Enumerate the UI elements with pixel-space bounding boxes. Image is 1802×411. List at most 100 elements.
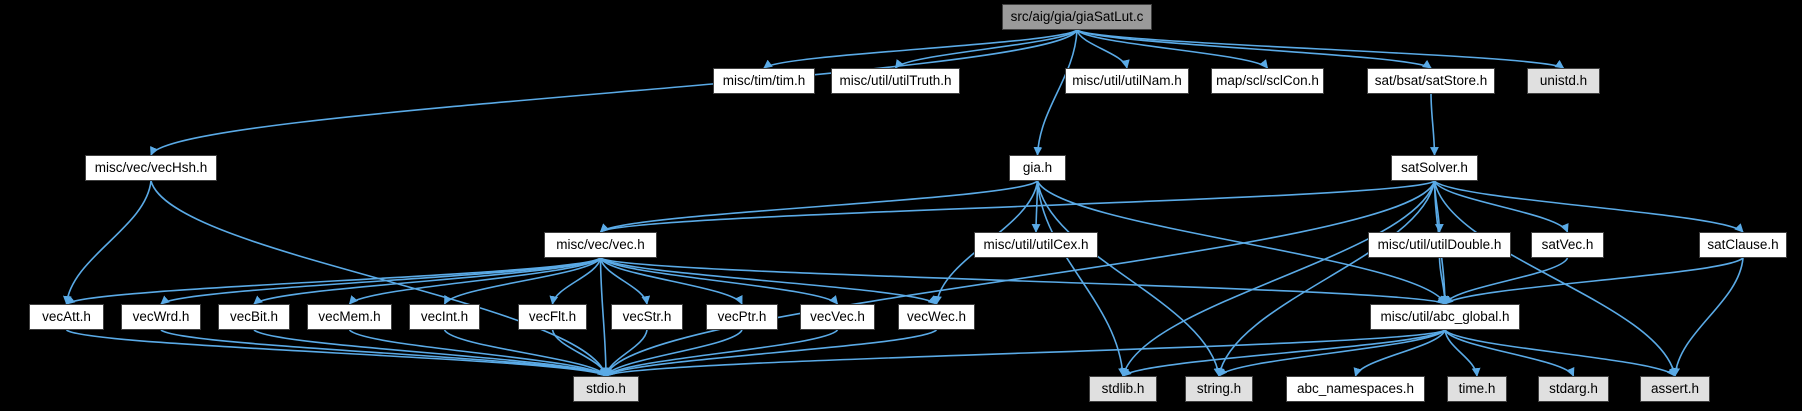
graph-edge-abcGlobal-to-string bbox=[1218, 329, 1446, 377]
graph-node-label: misc/tim/tim.h bbox=[722, 73, 806, 89]
graph-node-string[interactable]: string.h bbox=[1185, 376, 1253, 402]
graph-edge-vec-to-vecWec bbox=[599, 257, 938, 305]
graph-node-vecVec[interactable]: vecVec.h bbox=[800, 304, 875, 330]
graph-node-label: misc/vec/vec.h bbox=[556, 237, 645, 253]
graph-node-label: vecVec.h bbox=[810, 309, 865, 325]
graph-node-label: time.h bbox=[1458, 381, 1496, 397]
graph-edge-vec-to-abcGlobal bbox=[599, 257, 1446, 305]
graph-edge-root-to-sclCon bbox=[1076, 29, 1269, 69]
graph-node-abcGlobal[interactable]: misc/util/abc_global.h bbox=[1370, 304, 1520, 330]
graph-node-label: string.h bbox=[1196, 381, 1242, 397]
graph-edge-root-to-vecHsh bbox=[150, 29, 1078, 156]
graph-edge-gia-to-vec bbox=[599, 180, 1039, 233]
graph-node-label: satSolver.h bbox=[1401, 160, 1468, 176]
graph-node-vecWec[interactable]: vecWec.h bbox=[898, 304, 975, 330]
graph-node-satStore[interactable]: sat/bsat/satStore.h bbox=[1367, 68, 1495, 94]
graph-node-label: vecStr.h bbox=[622, 309, 672, 325]
graph-node-label: vecMem.h bbox=[318, 309, 381, 325]
graph-node-root[interactable]: src/aig/gia/giaSatLut.c bbox=[1002, 4, 1152, 30]
graph-node-unistd[interactable]: unistd.h bbox=[1527, 68, 1600, 94]
graph-edge-vecBit-to-stdio bbox=[253, 329, 607, 377]
graph-node-label: misc/util/utilNam.h bbox=[1072, 73, 1182, 89]
graph-node-utilDouble[interactable]: misc/util/utilDouble.h bbox=[1368, 232, 1511, 258]
graph-node-vecPtr[interactable]: vecPtr.h bbox=[706, 304, 778, 330]
graph-edge-satSolver-to-stdlib bbox=[1120, 180, 1436, 377]
graph-node-label: src/aig/gia/giaSatLut.c bbox=[1010, 9, 1144, 25]
graph-node-stdio[interactable]: stdio.h bbox=[573, 376, 639, 402]
graph-node-label: satClause.h bbox=[1707, 237, 1779, 253]
graph-edge-gia-to-string bbox=[1036, 180, 1223, 377]
graph-node-label: misc/util/utilDouble.h bbox=[1377, 237, 1502, 253]
graph-node-label: vecWrd.h bbox=[132, 309, 190, 325]
graph-node-label: vecPtr.h bbox=[717, 309, 767, 325]
graph-edge-satClause-to-assert bbox=[1671, 257, 1744, 377]
graph-node-utilNam[interactable]: misc/util/utilNam.h bbox=[1065, 68, 1189, 94]
graph-edge-root-to-unistd bbox=[1076, 29, 1565, 69]
graph-node-label: unistd.h bbox=[1539, 73, 1588, 89]
graph-node-assert[interactable]: assert.h bbox=[1640, 376, 1710, 402]
graph-node-tim[interactable]: misc/tim/tim.h bbox=[713, 68, 815, 94]
graph-edge-vecWrd-to-stdio bbox=[160, 329, 607, 377]
graph-node-vecInt[interactable]: vecInt.h bbox=[409, 304, 480, 330]
graph-edge-root-to-gia bbox=[1033, 29, 1078, 156]
graph-edge-vec-to-vecWrd bbox=[160, 257, 602, 305]
graph-edge-abcGlobal-to-assert bbox=[1444, 329, 1676, 377]
graph-edge-satSolver-to-satVec bbox=[1433, 180, 1569, 233]
graph-edge-vec-to-vecPtr bbox=[599, 257, 743, 305]
graph-node-label: gia.h bbox=[1022, 160, 1053, 176]
graph-node-vecStr[interactable]: vecStr.h bbox=[611, 304, 683, 330]
graph-node-label: vecAtt.h bbox=[42, 309, 91, 325]
graph-edge-root-to-utilTruth bbox=[894, 29, 1078, 69]
graph-node-vecFlt[interactable]: vecFlt.h bbox=[518, 304, 587, 330]
graph-node-label: vecInt.h bbox=[420, 309, 469, 325]
graph-node-satSolver[interactable]: satSolver.h bbox=[1391, 155, 1478, 181]
graph-edge-satSolver-to-assert bbox=[1433, 180, 1678, 377]
graph-node-sclCon[interactable]: map/scl/sclCon.h bbox=[1211, 68, 1324, 94]
graph-edge-satSolver-to-satClause bbox=[1433, 180, 1744, 233]
graph-node-label: misc/util/utilCex.h bbox=[983, 237, 1089, 253]
graph-node-utilCex[interactable]: misc/util/utilCex.h bbox=[974, 232, 1098, 258]
graph-node-vec[interactable]: misc/vec/vec.h bbox=[544, 232, 657, 258]
graph-edge-root-to-tim bbox=[763, 29, 1078, 69]
graph-edge-abcGlobal-to-stdarg bbox=[1444, 329, 1575, 377]
graph-node-utilTruth[interactable]: misc/util/utilTruth.h bbox=[831, 68, 960, 94]
graph-node-satVec[interactable]: satVec.h bbox=[1531, 232, 1604, 258]
graph-edge-vec-to-vecMem bbox=[348, 257, 602, 305]
graph-node-label: vecWec.h bbox=[906, 309, 967, 325]
graph-edge-vec-to-vecInt bbox=[443, 257, 602, 305]
graph-edge-vec-to-vecFlt bbox=[549, 257, 602, 305]
graph-node-label: stdlib.h bbox=[1101, 381, 1145, 397]
graph-node-time[interactable]: time.h bbox=[1447, 376, 1507, 402]
graph-edge-vecInt-to-stdio bbox=[443, 329, 607, 377]
graph-edge-vec-to-vecStr bbox=[599, 257, 651, 305]
graph-node-vecHsh[interactable]: misc/vec/vecHsh.h bbox=[85, 155, 217, 181]
graph-edge-vecHsh-to-vecAtt bbox=[62, 180, 152, 305]
graph-edge-root-to-utilNam bbox=[1076, 29, 1130, 69]
graph-edge-satSolver-to-vec bbox=[599, 180, 1436, 233]
graph-node-label: stdarg.h bbox=[1549, 381, 1598, 397]
graph-node-stdarg[interactable]: stdarg.h bbox=[1538, 376, 1609, 402]
graph-node-vecBit[interactable]: vecBit.h bbox=[218, 304, 290, 330]
graph-edge-vecWec-to-stdio bbox=[605, 329, 938, 377]
graph-edge-vecMem-to-stdio bbox=[348, 329, 607, 377]
graph-node-stdlib[interactable]: stdlib.h bbox=[1089, 376, 1157, 402]
graph-edge-satSolver-to-stdio bbox=[603, 180, 1436, 377]
graph-node-vecMem[interactable]: vecMem.h bbox=[307, 304, 392, 330]
graph-node-satClause[interactable]: satClause.h bbox=[1699, 232, 1787, 258]
graph-edge-vec-to-vecVec bbox=[599, 257, 839, 305]
graph-node-vecWrd[interactable]: vecWrd.h bbox=[121, 304, 201, 330]
graph-edge-abcGlobal-to-time bbox=[1444, 329, 1481, 377]
graph-node-label: stdio.h bbox=[586, 381, 626, 397]
graph-node-vecAtt[interactable]: vecAtt.h bbox=[29, 304, 104, 330]
graph-node-abcNs[interactable]: abc_namespaces.h bbox=[1286, 376, 1425, 402]
graph-node-gia[interactable]: gia.h bbox=[1009, 155, 1066, 181]
graph-node-label: map/scl/sclCon.h bbox=[1216, 73, 1319, 89]
graph-node-label: abc_namespaces.h bbox=[1296, 381, 1415, 397]
graph-edge-vec-to-stdio bbox=[599, 257, 611, 377]
graph-edge-vecVec-to-stdio bbox=[605, 329, 839, 377]
graph-node-label: misc/vec/vecHsh.h bbox=[94, 160, 208, 176]
graph-edge-gia-to-abcGlobal bbox=[1036, 180, 1446, 305]
graph-node-label: satVec.h bbox=[1541, 237, 1594, 253]
